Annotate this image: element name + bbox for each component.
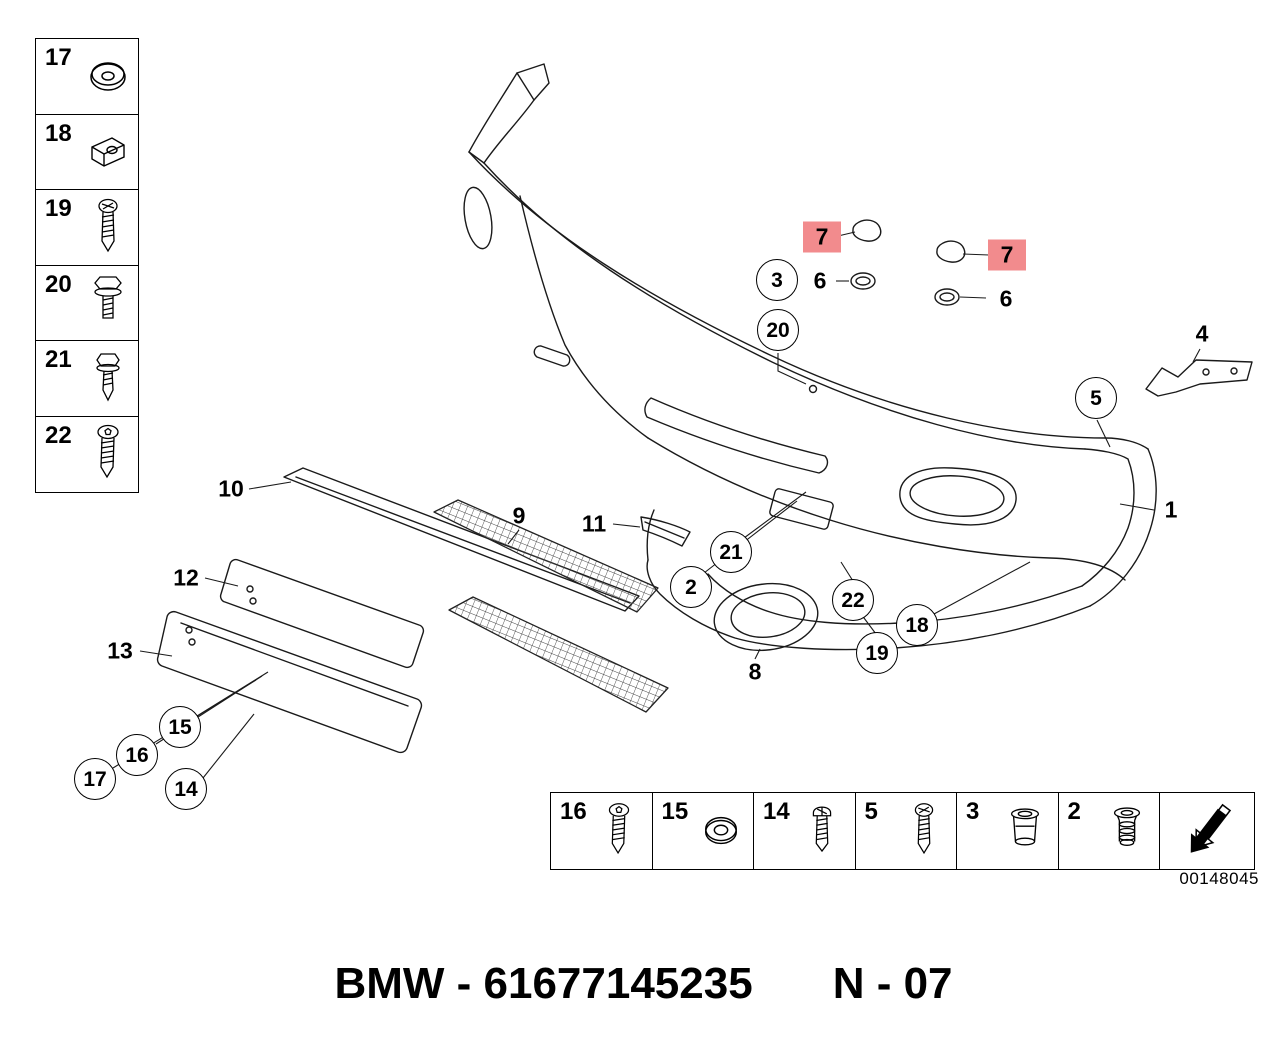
grommet-icon (700, 801, 742, 861)
callout-18[interactable]: 18 (896, 604, 938, 646)
part-number-label: 17 (45, 44, 72, 71)
callout-10[interactable]: 10 (218, 475, 244, 502)
legend-item-21[interactable]: 21 (35, 340, 139, 417)
callout-21[interactable]: 21 (710, 531, 752, 573)
callout-20[interactable]: 20 (757, 309, 799, 351)
part-number-label: 14 (763, 798, 790, 825)
part-number-label: 21 (45, 346, 72, 373)
legend-item-22[interactable]: 22 (35, 415, 139, 493)
callout-5[interactable]: 5 (1075, 377, 1117, 419)
legend-item-5[interactable]: 5 (854, 792, 958, 870)
footer-revision: N - 07 (832, 959, 953, 1008)
callout-7[interactable]: 7 (988, 239, 1026, 271)
part-number-label: 22 (45, 421, 72, 449)
legend-item-14[interactable]: 14 (753, 792, 856, 870)
callout-11[interactable]: 11 (581, 510, 607, 537)
callout-17[interactable]: 17 (74, 758, 116, 800)
expansion-rivet-icon (1106, 801, 1148, 861)
callout-13[interactable]: 13 (107, 637, 133, 664)
phillips-screw-icon (86, 197, 130, 259)
expanding-nut-icon (1004, 801, 1046, 861)
legend-item-3[interactable]: 3 (956, 792, 1059, 870)
torx-screw-icon (598, 801, 640, 861)
legend-item-2[interactable]: 2 (1057, 792, 1161, 870)
legend-item-19[interactable]: 19 (35, 189, 139, 266)
cap-cover-icon (86, 46, 130, 108)
callout-4[interactable]: 4 (1195, 320, 1209, 347)
hex-bolt-icon (86, 272, 130, 334)
callout-7[interactable]: 7 (803, 221, 841, 253)
legend-item-18[interactable]: 18 (35, 113, 139, 191)
footer-banner: BMW - 61677145235 N - 07 (0, 946, 1287, 1022)
part-number-label: 2 (1067, 798, 1081, 825)
torx-screw-icon (86, 423, 130, 485)
callout-12[interactable]: 12 (173, 564, 199, 591)
image-number: 00148045 (1179, 869, 1259, 888)
part-number-label: 5 (864, 798, 878, 825)
callout-15[interactable]: 15 (159, 706, 201, 748)
clip-nut-icon (86, 121, 130, 183)
oval-head-screw-icon (801, 801, 843, 861)
phillips-screw-icon (903, 801, 945, 861)
footer-part-number: BMW - 61677145235 (334, 959, 753, 1008)
callout-19[interactable]: 19 (856, 632, 898, 674)
legend-item-16[interactable]: 16 (550, 792, 653, 870)
callout-14[interactable]: 14 (165, 768, 207, 810)
part-number-label: 3 (966, 798, 980, 825)
callout-6[interactable]: 6 (999, 285, 1013, 312)
legend-item-15[interactable]: 15 (651, 792, 755, 870)
part-number-label: 18 (45, 119, 72, 147)
legend-item-17[interactable]: 17 (35, 38, 139, 115)
part-number-label: 16 (560, 798, 587, 825)
callout-2[interactable]: 2 (670, 566, 712, 608)
direction-arrow-icon (1182, 803, 1238, 859)
hardware-legend-column: 17 18 19 20 21 22 (35, 38, 139, 493)
callout-9[interactable]: 9 (512, 502, 526, 529)
part-number-label: 20 (45, 270, 72, 298)
hardware-legend-row: 16 15 14 5 3 2 (550, 792, 1255, 870)
callout-8[interactable]: 8 (748, 658, 762, 685)
callout-1[interactable]: 1 (1164, 496, 1178, 523)
callout-22[interactable]: 22 (832, 579, 874, 621)
hex-screw-icon (86, 348, 130, 410)
callout-16[interactable]: 16 (116, 734, 158, 776)
legend-item-20[interactable]: 20 (35, 264, 139, 342)
direction-arrow-cell[interactable] (1159, 792, 1255, 870)
callout-3[interactable]: 3 (756, 259, 798, 301)
callout-6[interactable]: 6 (813, 267, 827, 294)
part-number-label: 19 (45, 195, 72, 222)
part-number-label: 15 (661, 798, 689, 825)
